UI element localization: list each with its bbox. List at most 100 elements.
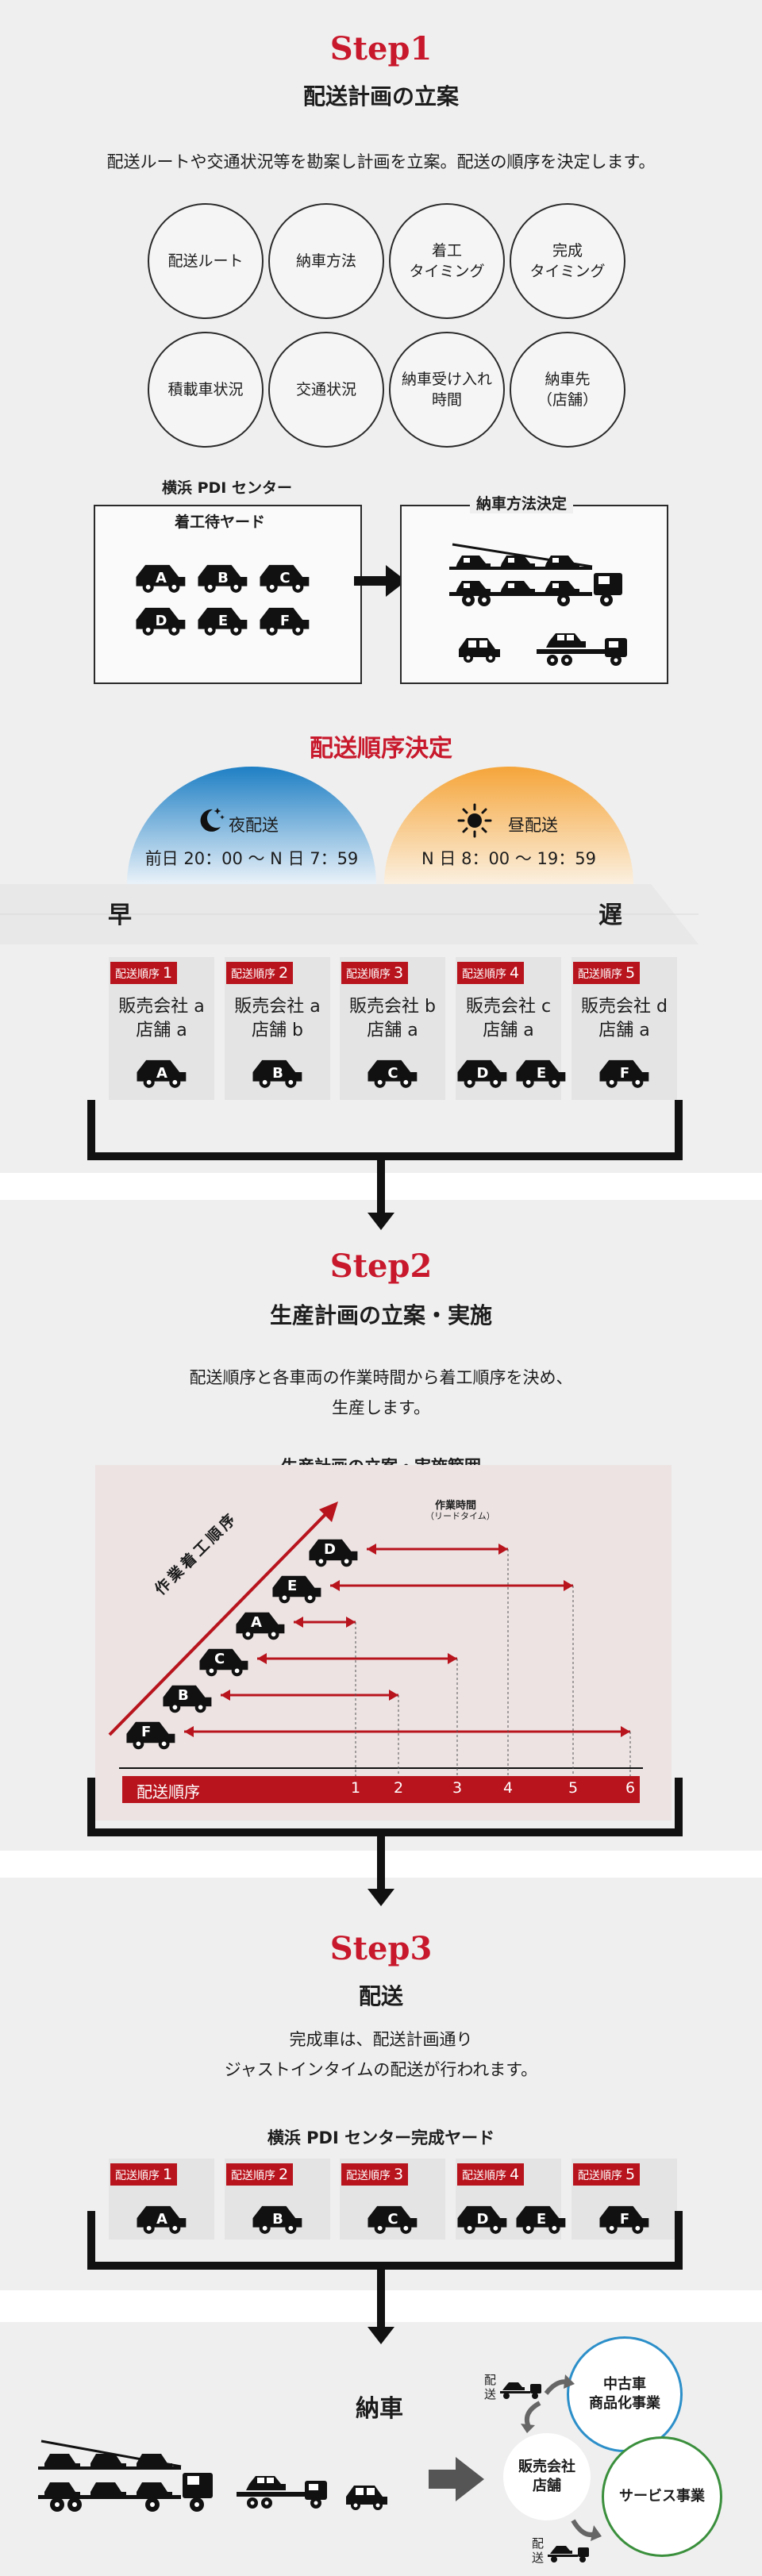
arrow-head-left xyxy=(184,1726,194,1737)
car-letter: D xyxy=(476,2211,489,2228)
step3-subtitle: 配送 xyxy=(358,1983,403,2009)
work-time-label: 作業時間 xyxy=(435,1500,477,1512)
badge-label: 配送順序 xyxy=(462,2170,506,2182)
lead-time-label: （リードタイム） xyxy=(425,1511,495,1521)
plan-row: C xyxy=(199,1648,458,1776)
factor-circle-acceptance: 納車受け入れ 時間 xyxy=(389,332,505,448)
curved-arrow-icon xyxy=(544,2374,575,2395)
car-icon: A xyxy=(133,2201,190,2235)
mini-truck-icon xyxy=(548,2546,589,2563)
car-icon: A xyxy=(133,1055,190,1089)
car-icon: D xyxy=(454,1055,511,1089)
car-icon: A xyxy=(133,560,189,594)
factor-label: 納車先 （店舗） xyxy=(537,371,598,409)
single-carrier-truck-icon xyxy=(537,633,627,666)
dealer-store: 店舗 a xyxy=(598,1021,650,1040)
badge-label: 配送順序 xyxy=(115,968,160,981)
plan-bracket xyxy=(87,1778,683,1836)
factor-circle-destination: 納車先 （店舗） xyxy=(510,332,625,448)
car-icon: D xyxy=(454,2201,511,2235)
badge-number: 5 xyxy=(625,2166,636,2183)
car-icon: E xyxy=(513,2201,570,2235)
car-letter: A xyxy=(156,1065,167,1082)
factor-label: 配送ルート xyxy=(167,252,244,270)
car-letter: E xyxy=(536,2211,547,2228)
plan-row: A xyxy=(236,1612,356,1776)
step2-lead-2: 生産します。 xyxy=(332,1398,430,1417)
waiting-yard-box xyxy=(94,505,362,684)
dealer-store: 店舗 a xyxy=(367,1021,418,1040)
car-icon: F xyxy=(596,1055,653,1089)
step3-lead-1: 完成車は、配送計画通り xyxy=(289,2030,473,2049)
badge-number: 1 xyxy=(163,2166,173,2183)
car-letter: D xyxy=(476,1065,489,1082)
plan-row: B xyxy=(163,1685,399,1776)
big-right-arrow-icon xyxy=(429,2457,484,2501)
car-icon xyxy=(272,1575,321,1604)
car-icon: F xyxy=(257,603,313,636)
factor-circle-start-timing: 着工 タイミング xyxy=(389,203,505,319)
badge-label: 配送順序 xyxy=(346,968,391,981)
service-business-circle: サービス事業 xyxy=(602,2436,722,2557)
car-letter: B xyxy=(217,570,229,586)
single-carrier-truck-icon xyxy=(237,2476,327,2509)
badge-number: 4 xyxy=(510,2166,520,2183)
car-letter: F xyxy=(141,1724,151,1740)
car-letter: F xyxy=(619,2211,630,2228)
axis-tick: 4 xyxy=(502,1779,514,1797)
car-icon: F xyxy=(596,2201,653,2235)
completion-yard-title: 横浜 PDI センター完成ヤード xyxy=(267,2128,495,2147)
badge-number: 2 xyxy=(279,2166,289,2183)
down-arrow-icon xyxy=(368,1213,394,1230)
badge-number: 4 xyxy=(510,964,520,982)
car-letter: F xyxy=(619,1065,630,1082)
dealer-company: 販売会社 a xyxy=(234,997,321,1017)
badge-number: 5 xyxy=(625,964,636,982)
step1-lead: 配送ルートや交通状況等を勘案し計画を立案。配送の順序を決定します。 xyxy=(106,152,656,171)
dealer-store-circle: 販売会社 店舗 xyxy=(503,2433,591,2520)
dealer-store: 店舗 a xyxy=(136,1021,187,1040)
early-label: 早 xyxy=(108,902,132,929)
badge-label: 配送順序 xyxy=(462,968,506,981)
factor-circle-traffic: 交通状況 xyxy=(268,332,384,448)
car-icon: E xyxy=(513,1055,570,1089)
factor-circle-route: 配送ルート xyxy=(148,203,264,319)
step3-title: Step3 xyxy=(329,1930,433,1967)
sun-icon xyxy=(457,803,492,838)
dealer-store: 店舗 a xyxy=(483,1021,534,1040)
order-bracket xyxy=(87,1100,683,1160)
badge-number: 2 xyxy=(279,964,289,982)
car-icon: C xyxy=(364,2201,421,2235)
factor-label: 着工 タイミング xyxy=(409,242,485,280)
car-letter: F xyxy=(279,613,291,629)
arrow-head-right xyxy=(389,1690,398,1701)
arrow-head-left xyxy=(221,1690,230,1701)
delivery-bottom-label: 配 送 xyxy=(532,2536,545,2565)
self-drive-car-icon xyxy=(346,2486,387,2510)
car-letter: A xyxy=(156,2211,167,2228)
step1-subtitle: 配送計画の立案 xyxy=(302,83,459,110)
car-icon: D xyxy=(133,603,189,636)
badge-label: 配送順序 xyxy=(578,2170,622,2182)
delivery-order-badge: 配送順序 4 xyxy=(457,2163,525,2186)
plan-row: E xyxy=(272,1575,574,1776)
connector-line xyxy=(377,1152,385,1213)
factor-circle-method: 納車方法 xyxy=(268,203,384,319)
delivery-method-label: 納車方法決定 xyxy=(470,492,574,513)
car-icon: B xyxy=(249,1055,306,1089)
day-delivery-time: N 日 8：00 〜 19：59 xyxy=(421,849,596,868)
factor-circle-carrier: 積載車状況 xyxy=(148,332,264,448)
axis-tick: 3 xyxy=(452,1779,463,1797)
factor-label: 完成 タイミング xyxy=(529,242,606,280)
dealer-company: 販売会社 b xyxy=(349,997,436,1017)
arrow-head-right xyxy=(621,1726,630,1737)
car-letter: C xyxy=(387,1065,398,1082)
car-letter: D xyxy=(324,1541,336,1558)
